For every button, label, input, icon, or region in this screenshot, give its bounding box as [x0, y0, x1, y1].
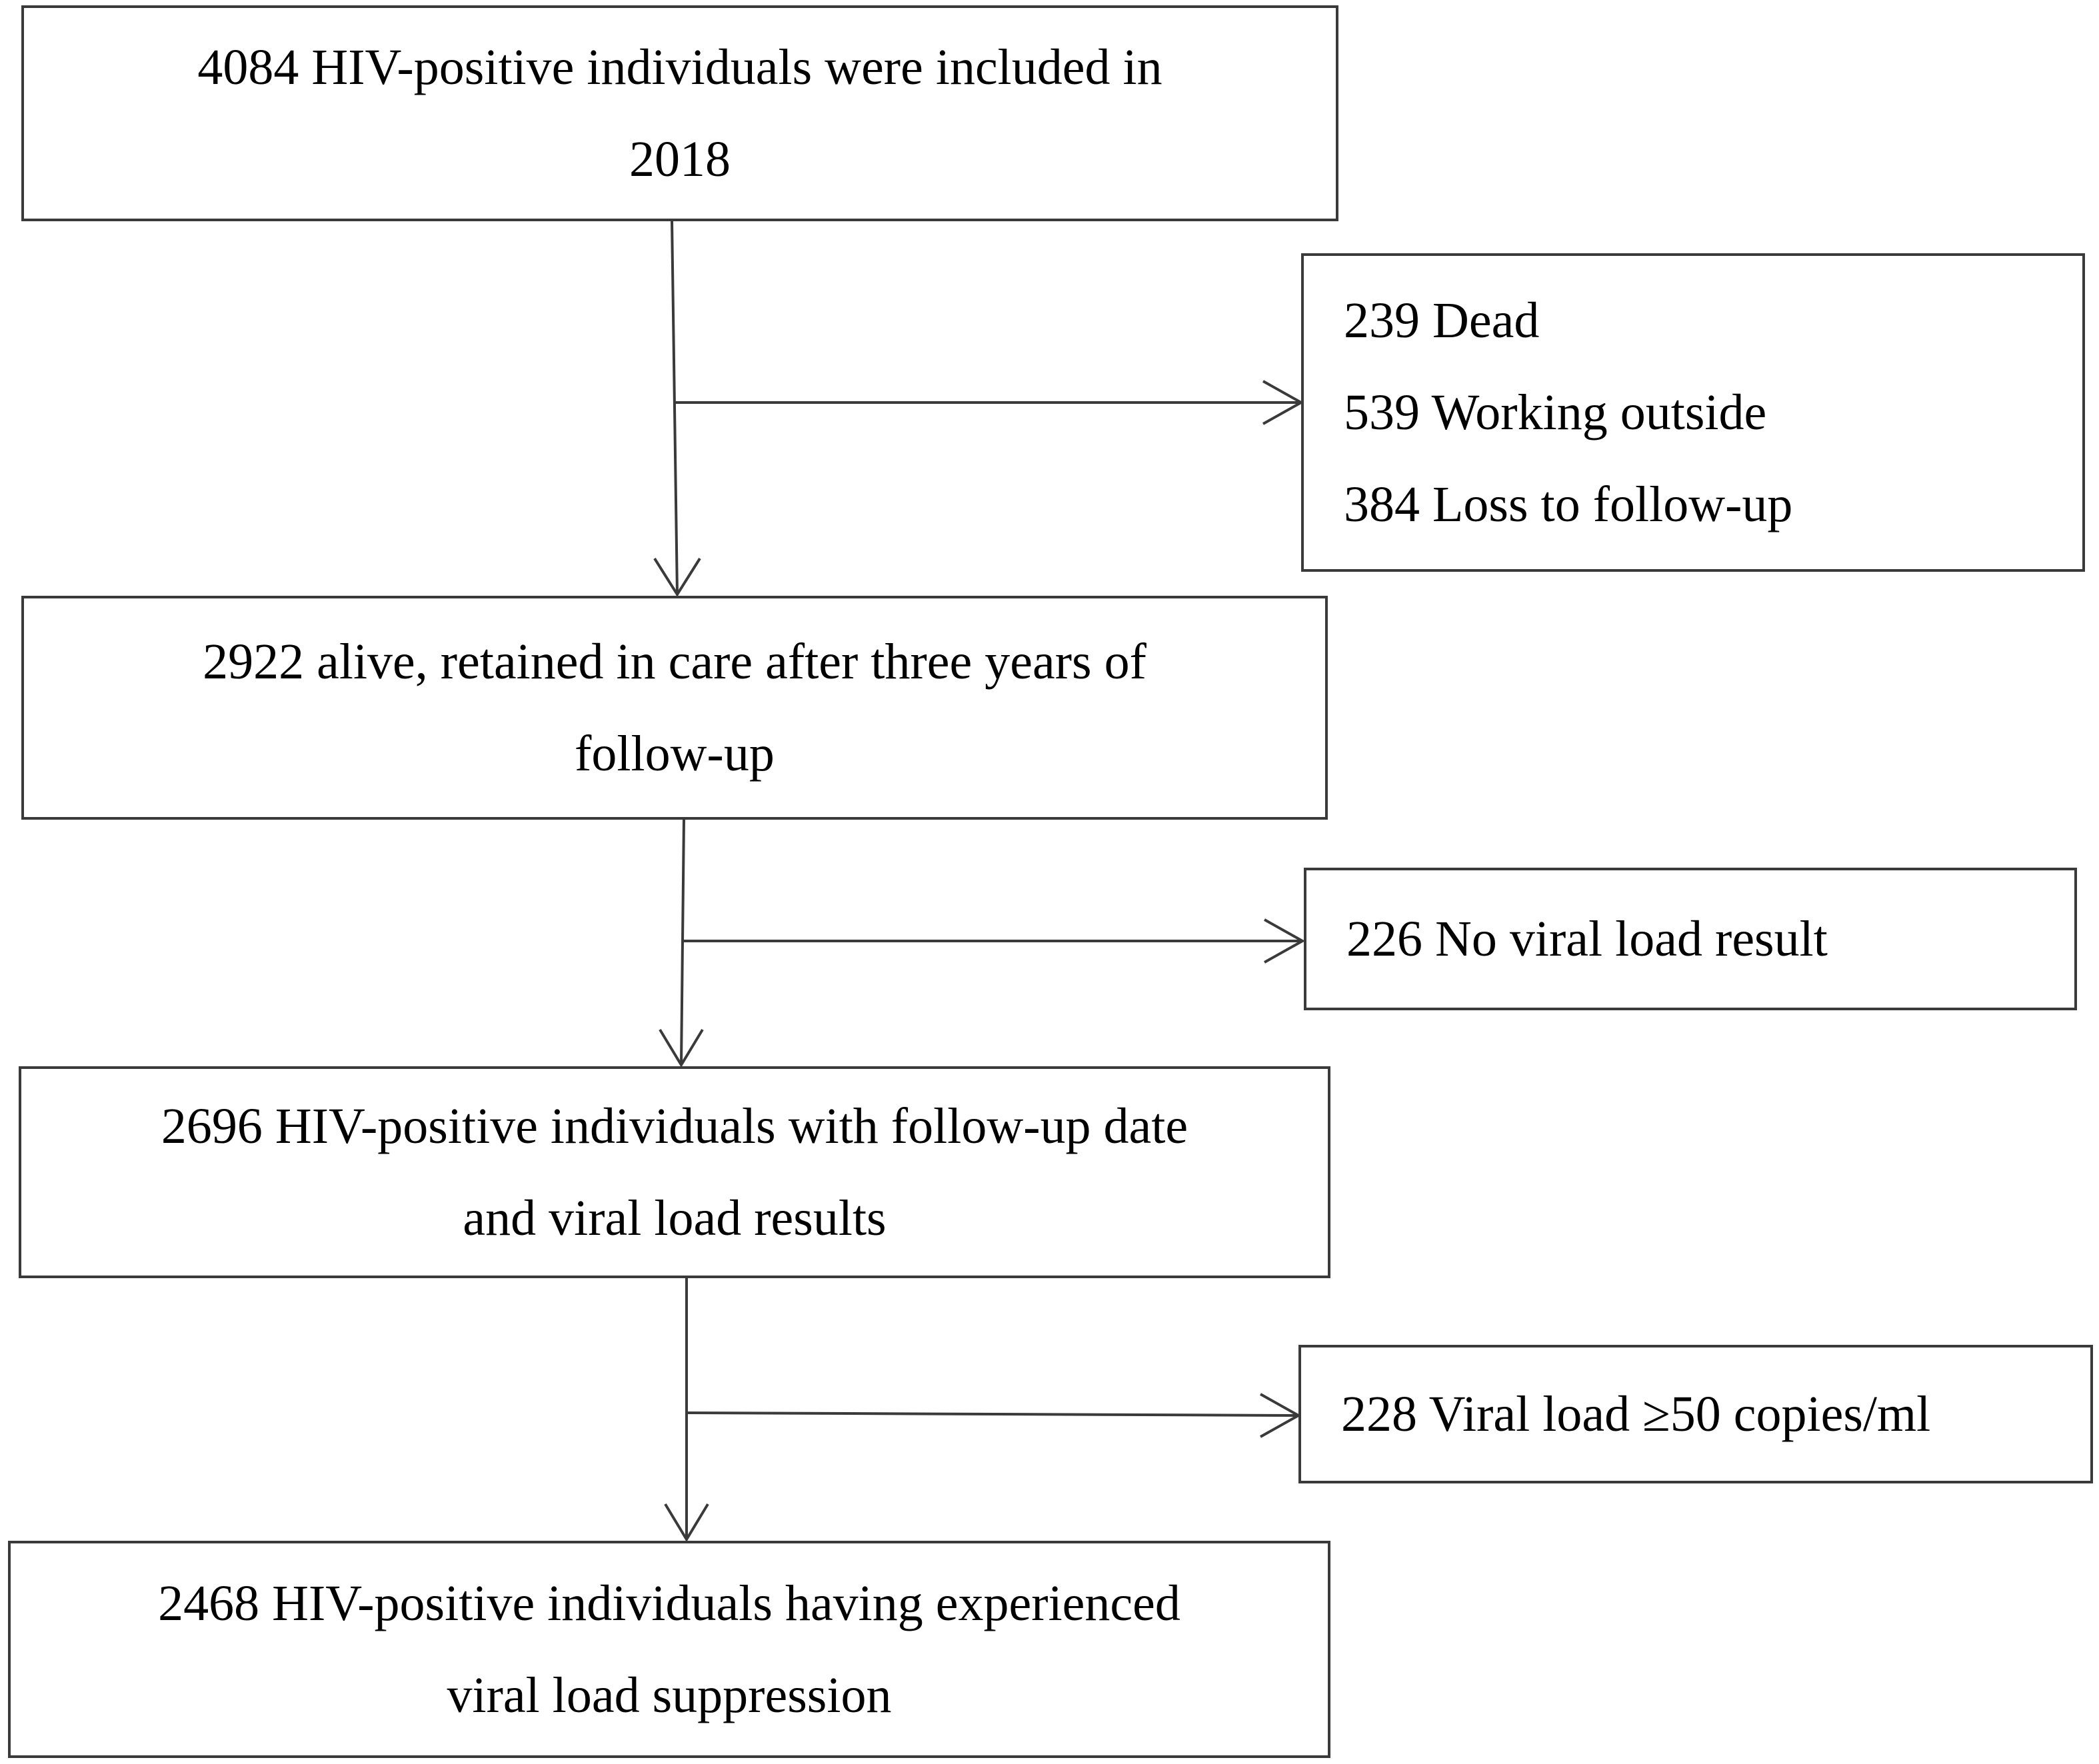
step3-box: 2696 HIV-positive individuals with follo…: [19, 1066, 1330, 1278]
exclusion3-box: 228 Viral load ≥50 copies/ml: [1298, 1345, 2093, 1483]
step1-line-1: 4084 HIV-positive individuals were inclu…: [197, 39, 1162, 95]
exclusion1-line-loss-to-follow-up: 384 Loss to follow-up: [1344, 476, 1793, 532]
connector-branch-exclusion3: [686, 1411, 1299, 1417]
step2-box: 2922 alive, retained in care after three…: [21, 596, 1328, 820]
step2-line-2: follow-up: [575, 726, 775, 782]
connector-step1-step2: [671, 219, 679, 595]
step1-line-2: 2018: [629, 131, 731, 187]
step4-line-2: viral load suppression: [447, 1667, 892, 1723]
step4-line-1: 2468 HIV-positive individuals having exp…: [158, 1575, 1180, 1631]
arrowhead-step4: [664, 1503, 709, 1542]
step2-line-1: 2922 alive, retained in care after three…: [203, 634, 1146, 690]
arrowhead-step2: [653, 557, 701, 597]
arrowhead-exclusion1: [1262, 380, 1304, 425]
exclusion3-line-viral-load-threshold: 228 Viral load ≥50 copies/ml: [1341, 1386, 1931, 1442]
step1-box: 4084 HIV-positive individuals were inclu…: [21, 5, 1338, 221]
arrowhead-exclusion2: [1264, 918, 1306, 964]
exclusion2-line-no-viral-load: 226 No viral load result: [1346, 911, 1828, 967]
arrowhead-exclusion3: [1260, 1393, 1302, 1438]
step4-box: 2468 HIV-positive individuals having exp…: [8, 1541, 1330, 1758]
step3-line-2: and viral load results: [463, 1190, 887, 1246]
arrowhead-step3: [659, 1028, 704, 1068]
connector-step2-step3: [680, 819, 685, 1066]
exclusion1-line-dead: 239 Dead: [1344, 293, 1540, 349]
step3-line-1: 2696 HIV-positive individuals with follo…: [161, 1098, 1188, 1154]
exclusion1-line-working-outside: 539 Working outside: [1344, 385, 1767, 441]
exclusion2-box: 226 No viral load result: [1304, 868, 2077, 1010]
exclusion1-box: 239 Dead 539 Working outside 384 Loss to…: [1301, 253, 2085, 572]
